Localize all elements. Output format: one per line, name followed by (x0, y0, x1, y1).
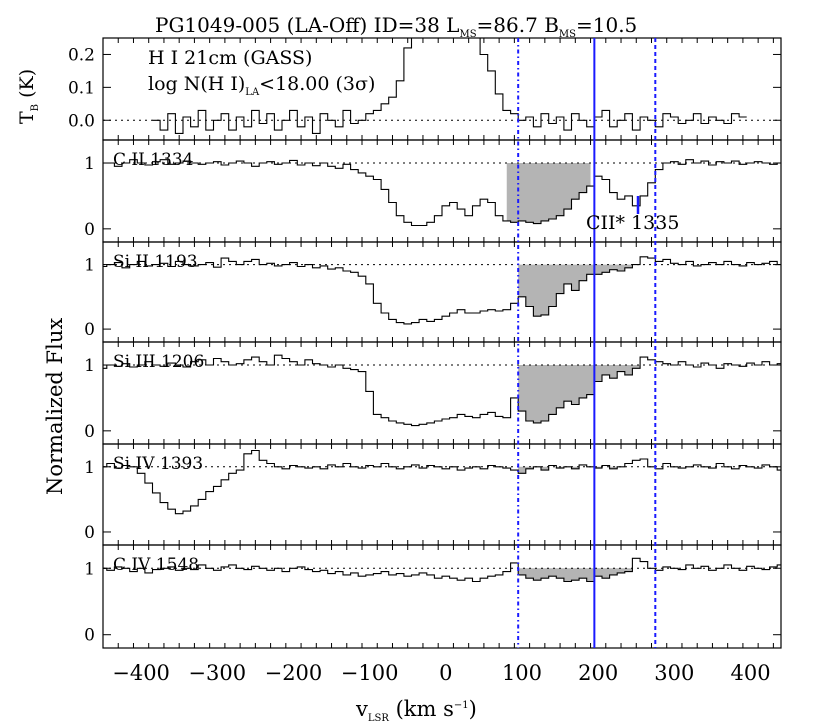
cii-star-annotation: CII* 1335 (586, 212, 679, 234)
x-tick-label: −300 (188, 661, 246, 685)
panel-frame (102, 443, 782, 546)
chart-title: PG1049-005 (LA-Off) ID=38 LMS=86.7 BMS=1… (155, 13, 637, 40)
top-y-axis-title: TB (K) (16, 69, 41, 124)
flux-spectrum (103, 159, 781, 227)
y-tick-label: 0 (84, 220, 95, 240)
flux-spectrum (103, 354, 781, 427)
panel-frame (102, 241, 782, 343)
absorption-shade (518, 568, 644, 582)
x-tick-label: −100 (341, 661, 399, 685)
panels-group: 0.2 0.1 0.0 1 0 C II 1334 1 0 Si II 1193 1 0 Si III… (68, 37, 782, 649)
y-tick-label: 1 (84, 356, 95, 376)
panel-5: 1 0 C IV 1548 (84, 544, 782, 649)
hi-panel-label: H I 21cm (GASS) (148, 47, 312, 69)
y-tick-label: 0 (84, 320, 95, 340)
absorption-shade (518, 264, 644, 317)
velocity-markers (517, 38, 657, 648)
flux-spectrum (103, 256, 781, 325)
y-tick-label: 1 (84, 458, 95, 478)
absorption-shade (518, 466, 656, 474)
x-tick-label: 100 (502, 661, 542, 685)
y-tick-label: 0.2 (68, 45, 95, 65)
panel-3: 1 0 Si III 1206 (84, 341, 782, 445)
y-tick-label: 1 (84, 154, 95, 174)
x-tick-label: 400 (730, 661, 770, 685)
panel-ion-label: C IV 1548 (113, 555, 199, 575)
x-axis-title: vLSR (km s−1) (355, 697, 477, 724)
x-tick-label: −200 (265, 661, 323, 685)
panel-2: 1 0 Si II 1193 (84, 241, 782, 343)
x-tick-label: 300 (654, 661, 694, 685)
panel-ion-label: Si III 1206 (113, 352, 204, 372)
panel-1: 1 0 C II 1334 (84, 139, 782, 243)
y-tick-label: 1 (84, 559, 95, 579)
x-tick-label: 0 (439, 661, 452, 685)
panel-frame (102, 341, 782, 445)
flux-spectrum (103, 557, 781, 583)
y-tick-label: 0 (84, 523, 95, 543)
panel-frame (102, 544, 782, 649)
absorption-shade (506, 163, 591, 224)
y-tick-label: 0.1 (68, 78, 95, 98)
absorption-shade (518, 365, 644, 423)
y-axis-title: Normalized Flux (43, 318, 67, 495)
panel-ion-label: Si IV 1393 (113, 454, 203, 474)
panel-ion-label: C II 1334 (113, 150, 194, 170)
panel-4: 1 0 Si IV 1393 (84, 443, 782, 546)
y-tick-label: 0 (84, 626, 95, 646)
flux-spectrum (103, 449, 781, 515)
hi-spectrum (152, 38, 747, 134)
x-tick-label: −400 (112, 661, 170, 685)
x-tick-label: 200 (578, 661, 618, 685)
y-tick-label: 0.0 (68, 111, 95, 131)
y-tick-label: 0 (84, 422, 95, 442)
y-tick-label: 1 (84, 256, 95, 276)
panel-ion-label: Si II 1193 (113, 252, 198, 272)
x-axis: −400 −300 −200 −100 0 100 200 300 400 (112, 661, 770, 685)
hi-column-density-label: log N(H I)LA<18.00 (3σ) (148, 73, 375, 98)
